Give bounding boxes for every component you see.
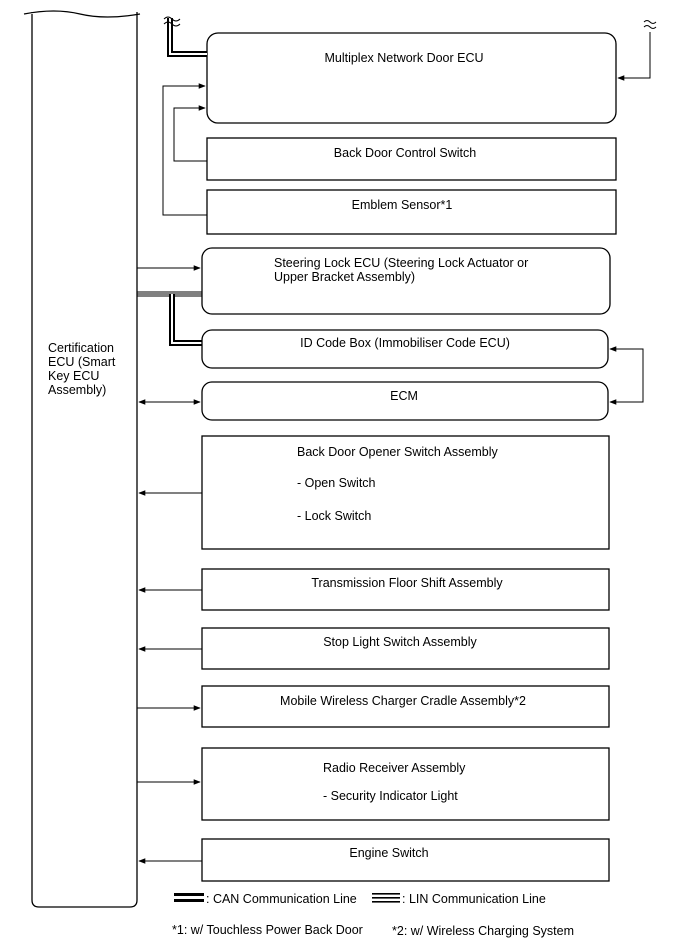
lin-bus-lines (137, 291, 202, 346)
multiplex-network-door-ecu-label: Multiplex Network Door ECU (324, 51, 483, 65)
steering-lock-ecu-label: Steering Lock ECU (Steering Lock Actuato… (274, 256, 532, 284)
wireless-charger-cradle-label: Mobile Wireless Charger Cradle Assembly*… (280, 694, 526, 708)
ecm-label: ECM (390, 389, 418, 403)
open-switch-item: - Open Switch (297, 476, 376, 490)
can-line-legend-label: : CAN Communication Line (206, 892, 357, 906)
id-code-box-label: ID Code Box (Immobiliser Code ECU) (300, 336, 510, 350)
break-mark-right-top (643, 20, 657, 29)
multiplex-network-door-ecu-box (206, 32, 617, 124)
steering-lock-ecu-box (201, 247, 611, 315)
engine-switch-box (201, 838, 610, 882)
certification-ecu-box (23, 10, 141, 908)
radio-receiver-box (201, 747, 610, 821)
emblem-sensor-label: Emblem Sensor*1 (352, 198, 453, 212)
multiplex-door-right-line (617, 32, 651, 81)
engine-switch-label: Engine Switch (349, 846, 428, 860)
certification-ecu-label: Certification ECU (Smart Key ECU Assembl… (48, 341, 119, 397)
lock-switch-item: - Lock Switch (297, 509, 371, 523)
back-door-control-switch-line (173, 105, 207, 162)
stop-light-switch-label: Stop Light Switch Assembly (323, 635, 477, 649)
can-line-legend-symbol (174, 893, 204, 902)
id-code-box (201, 329, 609, 369)
stop-light-switch-box (201, 627, 610, 670)
transmission-floor-shift-box (201, 568, 610, 611)
security-indicator-light-item: - Security Indicator Light (323, 789, 458, 803)
back-door-control-switch-box (206, 137, 617, 181)
break-mark-can-top (163, 16, 181, 27)
back-door-control-switch-label: Back Door Control Switch (334, 146, 476, 160)
lin-line-legend-symbol (372, 893, 400, 903)
footnote-2: *2: w/ Wireless Charging System (392, 924, 574, 938)
back-door-opener-switch-label: Back Door Opener Switch Assembly (297, 445, 499, 459)
footnote-1: *1: w/ Touchless Power Back Door (172, 923, 363, 937)
can-line-multiplex-door (167, 18, 207, 57)
id-code-box-ecm-line (609, 346, 644, 405)
wireless-charger-cradle-box (201, 685, 610, 728)
emblem-sensor-line (162, 83, 207, 216)
lin-line-legend-label: : LIN Communication Line (402, 892, 546, 906)
transmission-floor-shift-label: Transmission Floor Shift Assembly (311, 576, 503, 590)
radio-receiver-label: Radio Receiver Assembly (323, 761, 466, 775)
back-door-opener-switch-box (201, 435, 610, 550)
emblem-sensor-box (206, 189, 617, 235)
ecm-box (201, 381, 609, 421)
